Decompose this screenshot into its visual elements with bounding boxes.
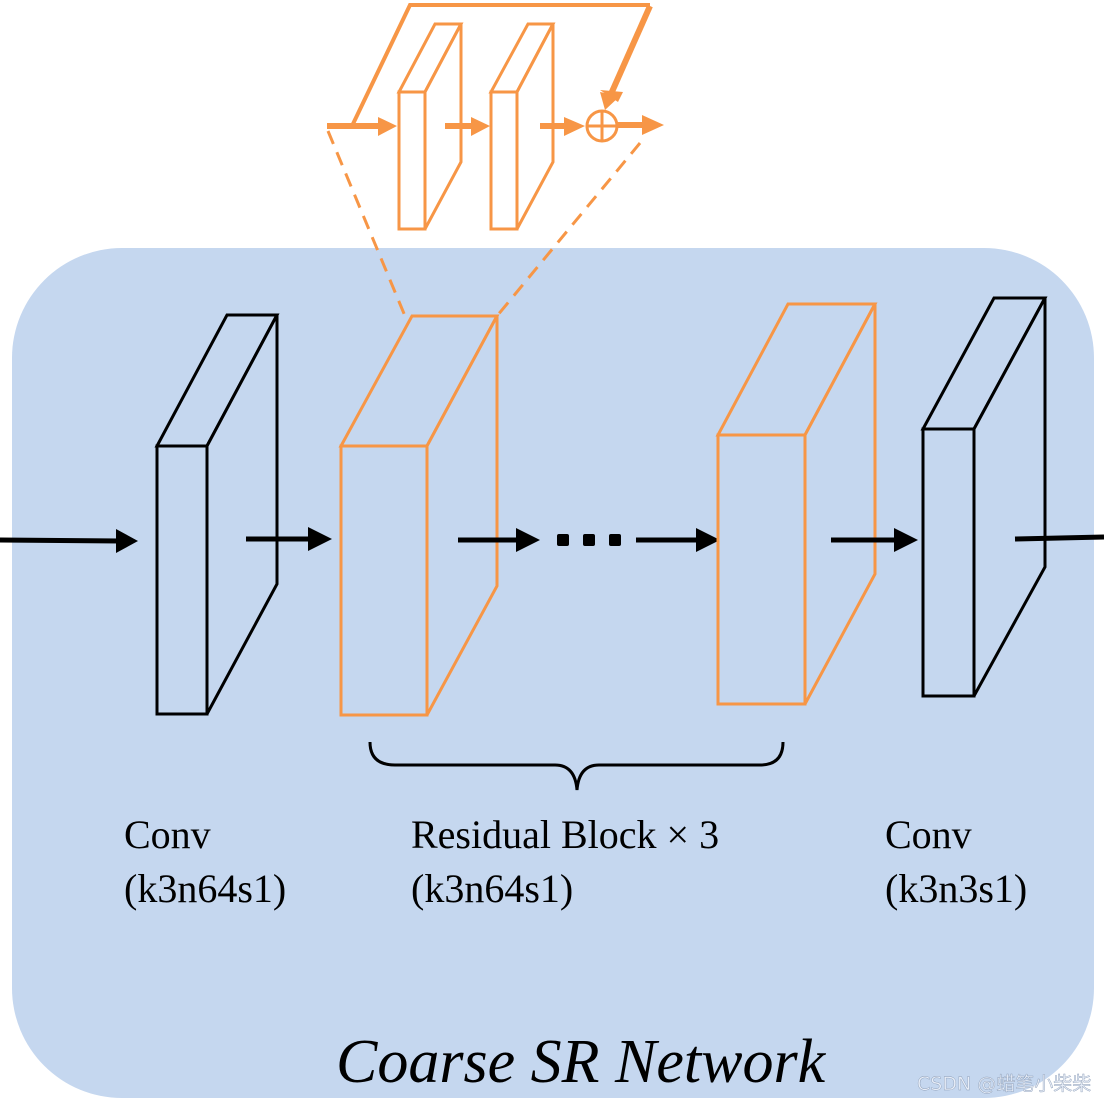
residual-group-brace [368,741,785,791]
inner-conv-2 [488,22,556,231]
input-arrow [0,529,138,553]
inner-conv-1 [396,22,464,231]
residual-block-3 [715,302,878,706]
network-title: Coarse SR Network [336,1028,827,1096]
arrow-conv1-to-residual [246,527,332,551]
detail-input-arrowhead [378,117,397,136]
conv-block-2 [920,296,1048,698]
residual-block-1 [338,314,500,717]
conv2-label-line1: Conv [885,812,972,857]
watermark: CSDN @蜡笔小柴柴 [917,1073,1091,1095]
conv1-label-line1: Conv [124,812,211,857]
conv2-label-line2: (k3n3s1) [885,866,1027,911]
output-arrow [1014,534,1104,542]
zoom-guide-lines [326,130,642,317]
ellipsis-dots [557,534,621,546]
arrow-ellipsis-to-residual [636,528,720,552]
arrow-residual-to-conv2 [831,528,918,552]
residual-block-detail [327,3,664,231]
residual-label-line2: (k3n64s1) [411,866,573,911]
skip-connection-line [350,3,650,127]
residual-label-line1: Residual Block × 3 [411,812,719,857]
detail-output-arrowhead [642,115,664,135]
arrow-residual-to-ellipsis [458,528,540,552]
conv1-label-line2: (k3n64s1) [124,866,286,911]
sum-operator-icon [585,109,619,143]
conv-block-1 [154,313,280,716]
